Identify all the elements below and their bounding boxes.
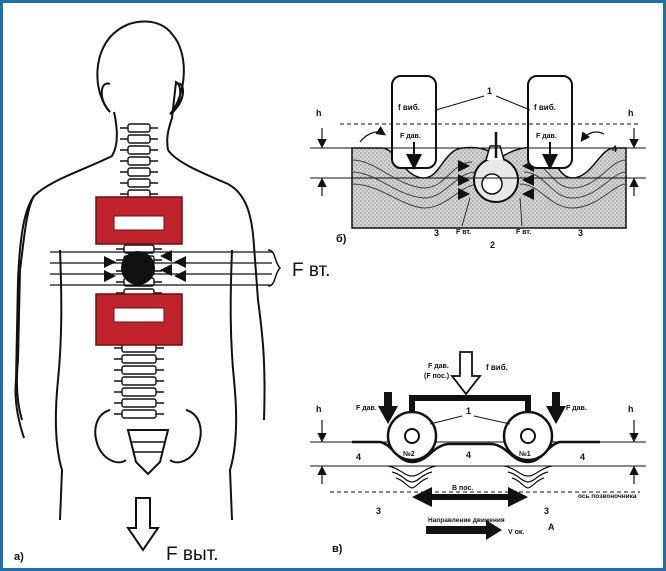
top-force-arrow [452,352,480,394]
label-v-3-right: 3 [544,506,549,516]
f-dav-right: F дав. [536,133,557,140]
span-label: B пос. [452,485,473,492]
vertebra [128,146,150,154]
label-v-3-left: 3 [376,506,381,516]
label-b-4: 4 [612,144,617,154]
label-b-3-left: 3 [434,228,439,238]
top-force-label: F дав. [428,363,449,370]
dim-b-right: h [628,108,634,118]
vertebra [128,168,150,176]
disc-lesion [121,251,155,285]
vertebra [122,366,156,374]
waist-right [230,250,236,520]
force-extension-label: F выт. [166,544,219,565]
cross-section-figure: f виб. f виб. F дав. F дав. 1 h h 4 3 3 … [310,76,646,250]
dim-b-left: h [316,108,322,118]
extension-arrow [128,498,158,550]
label-b-1: 1 [487,86,492,96]
label-v-4-mid: 4 [466,450,471,460]
traction-lines [50,252,272,285]
roller-right-label: №1 [519,450,531,458]
panel-label-v: в) [332,543,343,555]
dim-v-left: h [316,404,322,414]
point-a-label: A [548,522,555,532]
traction-brace [268,250,280,286]
top-force-sub: (F пос.) [424,373,449,380]
vertebra [122,377,156,385]
f-vib-left: f виб. [398,103,420,112]
f-vib-v: f виб. [486,363,508,372]
f-dav-left: F дав. [400,133,421,140]
dim-v-right: h [628,404,634,414]
ear-left [102,83,110,112]
label-v-1: 1 [466,406,471,416]
label-v-4-right: 4 [580,452,585,462]
vertebra [128,157,150,165]
waist-left [56,250,62,520]
back-figure: F вт. F выт. а) [14,21,330,565]
label-b-3-right: 3 [578,228,583,238]
direction-label: Направление движения [428,517,505,524]
roller-figure: F дав. (F пос.) f виб. F дав. F дав. [310,352,646,555]
label-v-4-left: 4 [356,452,361,462]
f-vt-right: F вт. [516,229,531,236]
label-b-2: 2 [490,240,495,250]
vertebra [128,179,150,187]
force-traction-label: F вт. [292,260,330,281]
vertebra [122,388,156,396]
f-dav-v-left: F дав. [356,405,377,412]
v-label: V ок. [508,529,524,536]
pelvis-left [95,410,126,462]
f-dav-v-right: F дав. [566,405,587,412]
vertebra [122,399,156,407]
axis-label: ось позвоночника [578,493,637,500]
vertebra [128,124,150,132]
f-vt-left: F вт. [456,229,471,236]
vertebra [128,135,150,143]
vertebra [122,355,156,363]
pelvis-right [170,410,201,462]
roller-left-label: №2 [403,450,415,458]
panel-label-b: б) [336,233,347,245]
f-vib-right: f виб. [534,103,556,112]
vertebra [122,410,156,418]
panel-label-a: а) [14,551,24,563]
